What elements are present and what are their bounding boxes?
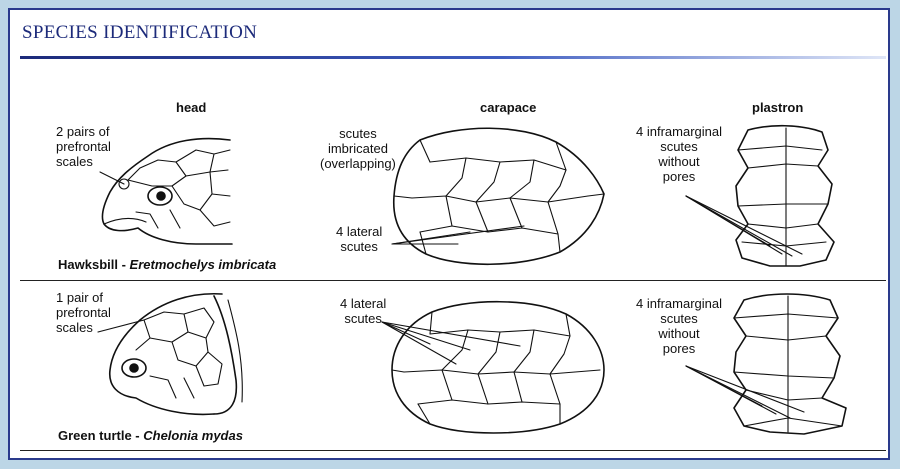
hawksbill-carapace-bottom-label: 4 lateral scutes	[336, 224, 383, 254]
hawksbill-carapace-top-label: scutes imbricated (overlapping)	[320, 126, 396, 171]
column-header-plastron: plastron	[752, 100, 804, 115]
title-rule	[20, 56, 886, 59]
hawksbill-plastron-label: 4 inframarginal scutes without pores	[636, 124, 722, 184]
bottom-rule	[20, 450, 886, 451]
green-plastron-label: 4 inframarginal scutes without pores	[636, 296, 722, 356]
green-carapace-label: 4 lateral scutes	[340, 296, 387, 326]
hawksbill-head-label: 2 pairs of prefrontal scales	[56, 124, 111, 169]
row-divider	[20, 280, 886, 281]
green-species-name: Green turtle - Chelonia mydas	[58, 428, 243, 443]
diagram-title: SPECIES IDENTIFICATION	[22, 22, 258, 43]
green-head-label: 1 pair of prefrontal scales	[56, 290, 111, 335]
column-header-head: head	[176, 100, 207, 115]
column-header-carapace: carapace	[480, 100, 537, 115]
hawksbill-species-name: Hawksbill - Eretmochelys imbricata	[58, 257, 277, 272]
